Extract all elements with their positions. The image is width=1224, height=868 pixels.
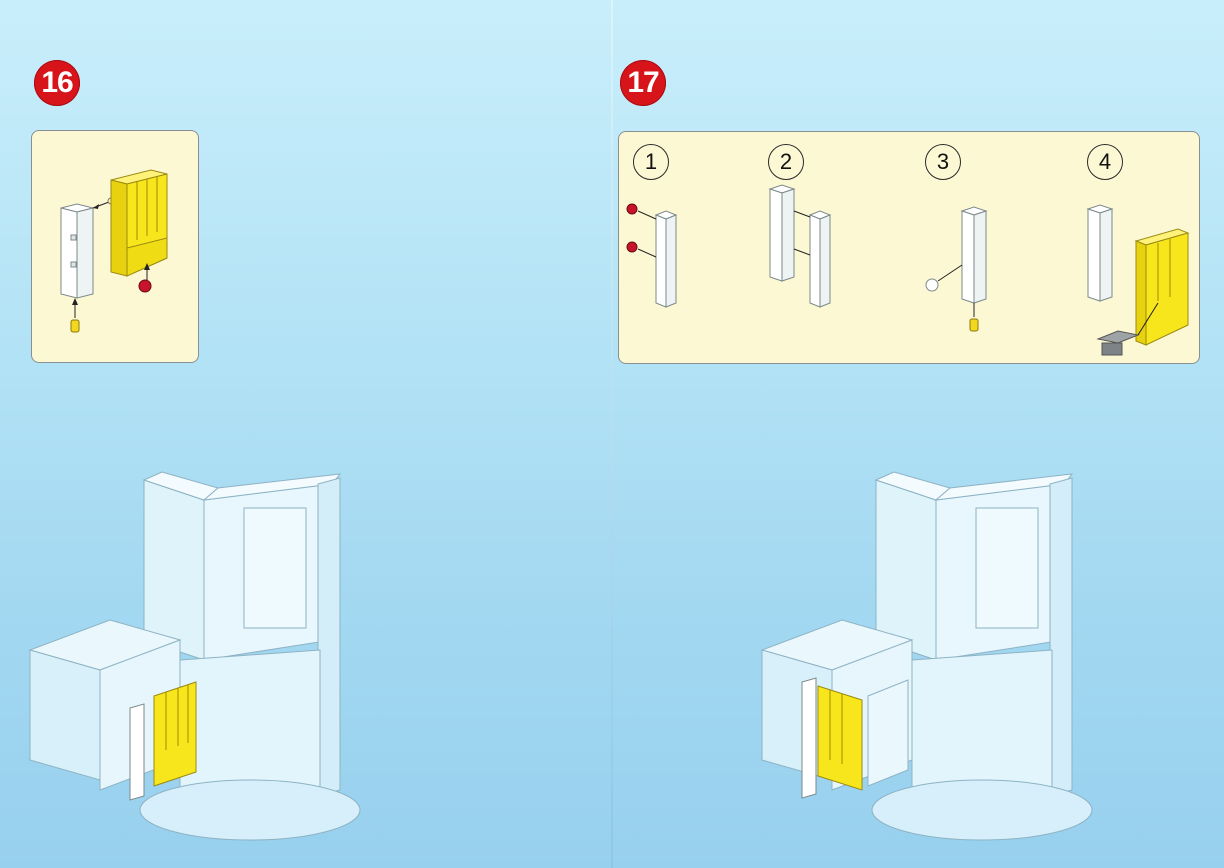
red-connector-1 [627,204,637,214]
substep-3-clip [926,279,938,291]
substep-2-pillar-left [770,185,794,281]
substep-1-pillar-half [656,211,676,307]
substep-4-yellow-gate [1136,229,1188,345]
step-17-subassembly-illustrations [618,131,1198,362]
white-pillar-brick [61,204,93,298]
step-16-number: 16 [41,66,72,100]
substep-3-yellow-pin [970,319,978,331]
step-16-subassembly-illustration [31,130,197,361]
substep-3-pillar [962,207,986,303]
substep-4-gray-hinge [1098,331,1138,355]
substep-2-pillar-right [810,211,830,307]
step-17-number: 17 [627,66,658,100]
substep-4-pillar [1088,205,1112,301]
step-16-main-model [0,460,612,868]
step-16-badge: 16 [34,60,80,106]
yellow-gate-brick [111,170,167,276]
red-connector-2 [627,242,637,252]
step-17-main-model [612,460,1224,868]
step-17-badge: 17 [620,60,666,106]
